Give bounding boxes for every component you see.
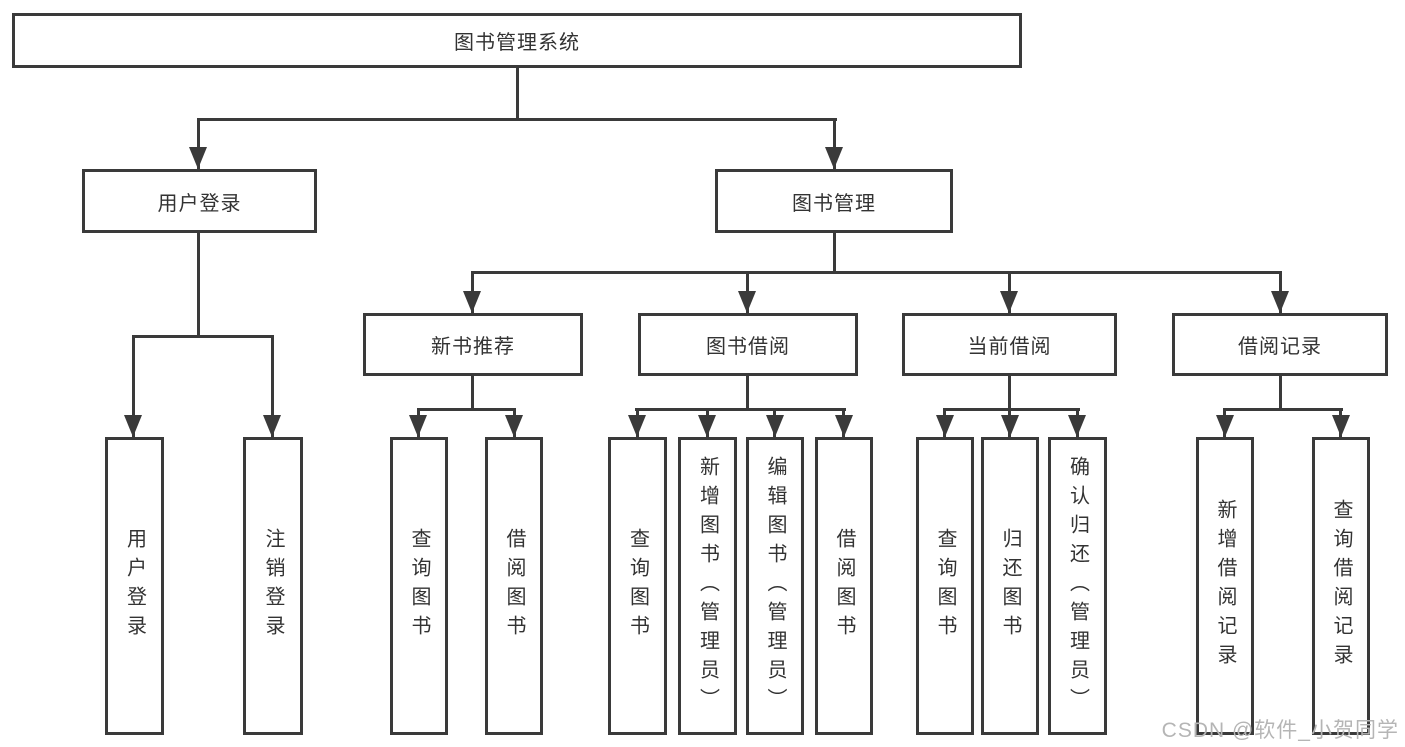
node-add-borrow-record: 新增借阅记录 [1196, 437, 1254, 735]
connector-line [471, 376, 474, 408]
node-label: 当前借阅 [967, 336, 1052, 358]
node-label: 新书推荐 [431, 336, 515, 358]
node-add-book-admin: 新增图书（管理员） [678, 437, 737, 735]
node-borrow-books: 借阅图书 [485, 437, 543, 735]
arrow-down-icon [124, 415, 142, 437]
node-library-management-system: 图书管理系统 [12, 13, 1022, 68]
connector-line [746, 376, 749, 408]
node-current-borrowing: 当前借阅 [902, 313, 1117, 376]
connector-line [197, 118, 200, 169]
node-label: 用户登录 [157, 192, 242, 215]
arrow-down-icon [835, 415, 853, 437]
node-logout: 注销登录 [243, 437, 303, 735]
node-label: 查询图书 [934, 528, 956, 644]
node-query-borrow-record: 查询借阅记录 [1312, 437, 1370, 735]
node-label: 查询借阅记录 [1330, 499, 1352, 673]
node-label: 编辑图书（管理员） [764, 455, 786, 717]
node-book-management: 图书管理 [715, 169, 953, 233]
node-label: 用户登录 [123, 528, 146, 644]
connector-line [635, 408, 846, 411]
connector-line [1223, 408, 1343, 411]
arrow-down-icon [263, 415, 281, 437]
node-label: 借阅图书 [503, 528, 525, 644]
node-return-books: 归还图书 [981, 437, 1039, 735]
arrow-down-icon [766, 415, 784, 437]
node-edit-book-admin: 编辑图书（管理员） [746, 437, 804, 735]
connector-line [1279, 376, 1282, 408]
connector-line [271, 335, 274, 437]
node-label: 查询图书 [626, 528, 649, 644]
node-user-login-action: 用户登录 [105, 437, 164, 735]
arrow-down-icon [189, 147, 207, 169]
node-confirm-return-admin: 确认归还（管理员） [1048, 437, 1107, 735]
connector-line [471, 271, 1282, 274]
arrow-down-icon [409, 415, 427, 437]
node-user-login: 用户登录 [82, 169, 317, 233]
arrow-down-icon [825, 147, 843, 169]
arrow-down-icon [1271, 291, 1289, 313]
arrow-down-icon [505, 415, 523, 437]
arrow-down-icon [1000, 291, 1018, 313]
connector-line [197, 233, 200, 335]
node-label: 借阅记录 [1238, 336, 1322, 358]
connector-line [417, 408, 516, 411]
node-query-books: 查询图书 [608, 437, 667, 735]
connector-line [197, 118, 837, 121]
node-book-borrowing: 图书借阅 [638, 313, 858, 376]
connector-line [132, 335, 135, 437]
arrow-down-icon [628, 415, 646, 437]
connector-line [943, 408, 1080, 411]
node-label: 图书借阅 [706, 336, 790, 358]
node-label: 归还图书 [999, 528, 1021, 644]
node-label: 注销登录 [262, 528, 284, 644]
arrow-down-icon [738, 291, 756, 313]
connector-line [833, 233, 836, 271]
node-label: 图书管理系统 [454, 32, 580, 54]
node-label: 查询图书 [408, 528, 430, 644]
arrow-down-icon [1216, 415, 1234, 437]
node-label: 确认归还（管理员） [1066, 455, 1089, 717]
node-borrow-books: 借阅图书 [815, 437, 873, 735]
node-new-book-recommend: 新书推荐 [363, 313, 583, 376]
node-label: 新增借阅记录 [1214, 499, 1236, 673]
arrow-down-icon [1068, 415, 1086, 437]
arrow-down-icon [1001, 415, 1019, 437]
node-label: 图书管理 [792, 192, 876, 215]
node-borrowing-records: 借阅记录 [1172, 313, 1388, 376]
connector-line [516, 68, 519, 120]
node-label: 借阅图书 [833, 528, 855, 644]
connector-line [833, 118, 836, 169]
csdn-watermark: CSDN @软件_小贺同学 [1161, 719, 1399, 742]
node-query-books: 查询图书 [916, 437, 974, 735]
arrow-down-icon [698, 415, 716, 437]
arrow-down-icon [463, 291, 481, 313]
arrow-down-icon [936, 415, 954, 437]
node-query-books: 查询图书 [390, 437, 448, 735]
node-label: 新增图书（管理员） [696, 455, 719, 717]
arrow-down-icon [1332, 415, 1350, 437]
connector-line [1008, 376, 1011, 408]
connector-line [132, 335, 274, 338]
